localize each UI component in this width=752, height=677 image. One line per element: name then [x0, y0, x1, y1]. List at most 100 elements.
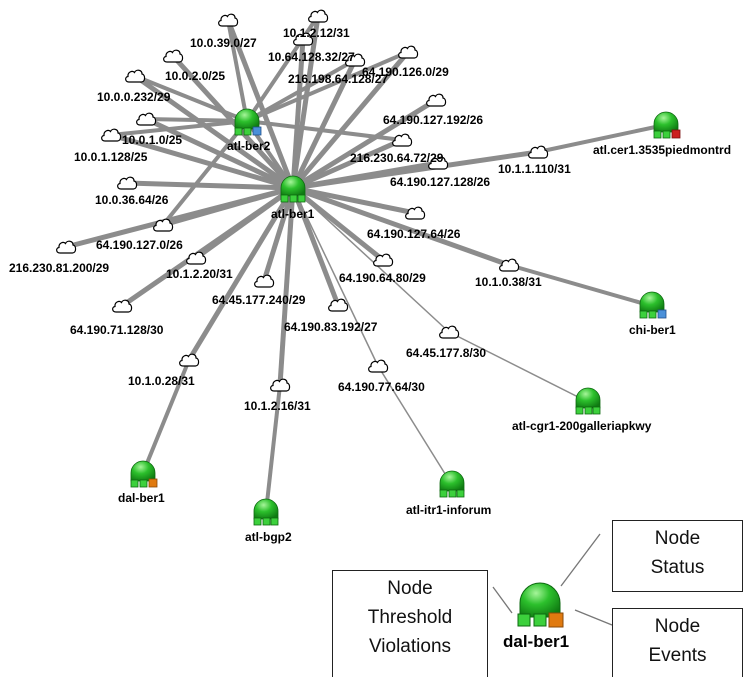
link — [226, 19, 249, 122]
link — [277, 187, 296, 386]
subnet-label: 10.0.36.64/26 — [95, 193, 169, 207]
link — [246, 119, 403, 142]
link — [186, 186, 296, 362]
subnet-cloud-icon[interactable] — [398, 45, 419, 59]
router-icon[interactable] — [130, 460, 158, 488]
link — [110, 119, 248, 137]
legend-threshold-line3: Violations — [368, 636, 452, 657]
subnet-cloud-icon[interactable] — [426, 93, 447, 107]
link — [246, 58, 356, 123]
link — [448, 331, 589, 403]
link — [292, 185, 416, 216]
link — [508, 263, 653, 308]
subnet-cloud-icon[interactable] — [136, 112, 157, 126]
subnet-label: 10.1.2.12/31 — [283, 26, 350, 40]
link — [120, 185, 295, 309]
router-nodes: atl-ber2 atl-ber1 atl.cer1.3535piedmontr… — [118, 108, 731, 651]
subnet-label: 64.190.127.64/26 — [367, 227, 461, 241]
subnet-cloud-icon[interactable] — [179, 353, 200, 367]
link — [133, 73, 295, 191]
router-icon[interactable] — [253, 498, 279, 526]
router-icon[interactable] — [639, 291, 667, 319]
router-label: atl-cgr1-200galleriapkwy — [512, 419, 652, 433]
link — [291, 186, 385, 262]
subnet-cloud-icon[interactable] — [308, 9, 329, 23]
subnet-cloud-icon[interactable] — [405, 206, 426, 220]
subnet-label: 64.190.71.128/30 — [70, 323, 164, 337]
router-icon[interactable] — [575, 387, 601, 415]
router-label: atl-itr1-inforum — [406, 503, 491, 517]
link — [291, 137, 404, 191]
threshold-violation-indicator — [517, 613, 531, 627]
node-event-indicator — [548, 612, 564, 628]
link — [291, 50, 410, 190]
link — [246, 50, 409, 123]
link — [290, 38, 306, 189]
subnet-label: 216.198.64.128/27 — [288, 72, 388, 86]
link — [292, 187, 379, 367]
link — [162, 185, 294, 228]
subnet-cloud-icon[interactable] — [56, 240, 77, 254]
subnet-label: 64.190.64.80/29 — [339, 271, 426, 285]
legend-status-line2: Status — [650, 557, 705, 578]
subnet-label: 64.190.77.64/30 — [338, 380, 425, 394]
subnet-cloud-icon[interactable] — [186, 251, 207, 265]
router-icon[interactable] — [280, 175, 306, 203]
legend-events-line1: Node — [654, 616, 701, 637]
link — [126, 180, 294, 191]
subnet-label: 64.190.127.128/26 — [390, 175, 490, 189]
link — [110, 132, 294, 191]
subnet-label: 64.45.177.8/30 — [406, 346, 486, 360]
subnet-cloud-icon[interactable] — [254, 274, 275, 288]
router-label: atl-ber2 — [227, 139, 271, 153]
router-icon[interactable] — [653, 111, 681, 139]
link — [145, 117, 248, 123]
subnet-cloud-icon[interactable] — [101, 128, 122, 142]
subnet-cloud-icon[interactable] — [328, 298, 349, 312]
link — [291, 97, 438, 191]
subnet-label: 216.230.64.72/29 — [350, 151, 444, 165]
subnet-label: 10.1.2.20/31 — [166, 267, 233, 281]
link — [537, 124, 661, 154]
subnet-cloud-icon[interactable] — [218, 13, 239, 27]
subnet-label: 64.45.177.240/29 — [212, 293, 306, 307]
subnet-cloud-icon[interactable] — [112, 299, 133, 313]
link — [134, 74, 248, 123]
subnet-label: 10.0.39.0/27 — [190, 36, 257, 50]
router-label: atl-ber1 — [271, 207, 315, 221]
subnet-label: 10.0.1.0/25 — [122, 133, 182, 147]
link — [292, 149, 539, 191]
link — [290, 187, 341, 306]
subnet-cloud-icon[interactable] — [117, 176, 138, 190]
router-icon[interactable] — [439, 470, 465, 498]
legend-connector — [492, 586, 513, 614]
subnet-cloud-icon[interactable] — [163, 49, 184, 63]
link — [161, 119, 249, 227]
topology-links — [65, 14, 661, 626]
subnet-cloud-icon[interactable] — [368, 359, 389, 373]
node-status-indicator — [252, 126, 262, 136]
link — [377, 365, 453, 486]
subnet-cloud-icon[interactable] — [392, 133, 413, 147]
legend-threshold-box: Node Threshold Violations — [332, 570, 488, 677]
router-label: atl-bgp2 — [245, 530, 292, 544]
subnet-label: 64.190.127.192/26 — [383, 113, 483, 127]
link — [264, 384, 282, 513]
router-label: atl.cer1.3535piedmontrd — [593, 143, 731, 157]
subnet-label: 10.1.2.16/31 — [244, 399, 311, 413]
legend-node-status-box: Node Status — [612, 520, 743, 592]
subnet-cloud-icon[interactable] — [125, 69, 146, 83]
subnet-cloud-icon[interactable] — [528, 145, 549, 159]
link — [292, 187, 450, 333]
legend-events-line2: Events — [648, 645, 707, 666]
subnet-label: 64.190.83.192/27 — [284, 320, 378, 334]
router-icon[interactable] — [234, 108, 262, 136]
link — [290, 58, 358, 190]
legend-node-events-box: Node Events — [612, 608, 743, 677]
subnet-cloud-icon[interactable] — [439, 325, 460, 339]
subnet-label: 216.230.81.200/29 — [9, 261, 109, 275]
link — [261, 187, 296, 282]
subnet-cloud-icon[interactable] — [270, 378, 291, 392]
subnet-label: 10.64.128.32/27 — [268, 50, 355, 64]
